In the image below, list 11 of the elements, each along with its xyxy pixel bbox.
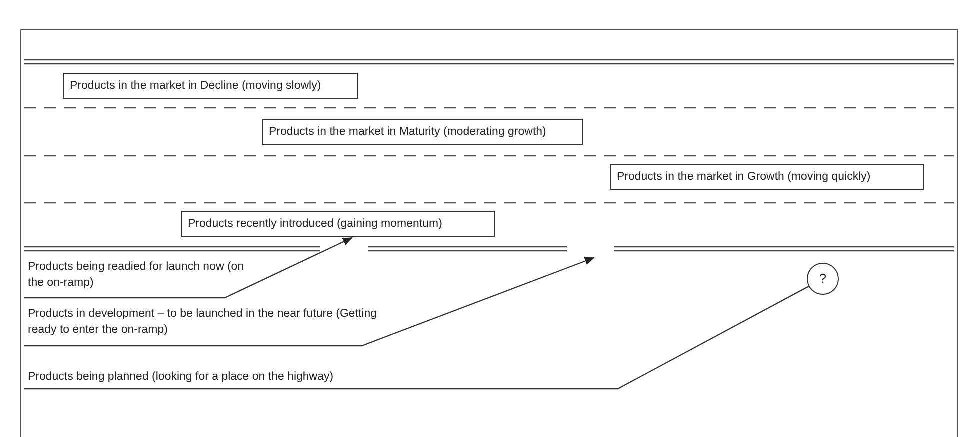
on-ramp-arrow: [24, 257, 595, 347]
on-ramp-arrow: [24, 237, 353, 299]
ramp-label: Products being planned (looking for a place on the highway): [24, 369, 384, 385]
lane-label-box: Products recently introduced (gaining momentum): [181, 211, 495, 237]
ramp-label: Products in development – to be launched in the near future (Getting ready to enter the on-ramp): [24, 306, 392, 338]
connector-line: [24, 286, 810, 390]
lane-label-box: Products in the market in Maturity (moderating growth): [262, 119, 583, 145]
ramp-label: Products being readied for launch now (on the on-ramp): [24, 259, 264, 291]
lane-label-box: Products in the market in Growth (moving quickly): [610, 164, 924, 190]
question-circle: ?: [807, 263, 839, 295]
lane-label-box: Products in the market in Decline (moving slowly): [63, 73, 358, 99]
